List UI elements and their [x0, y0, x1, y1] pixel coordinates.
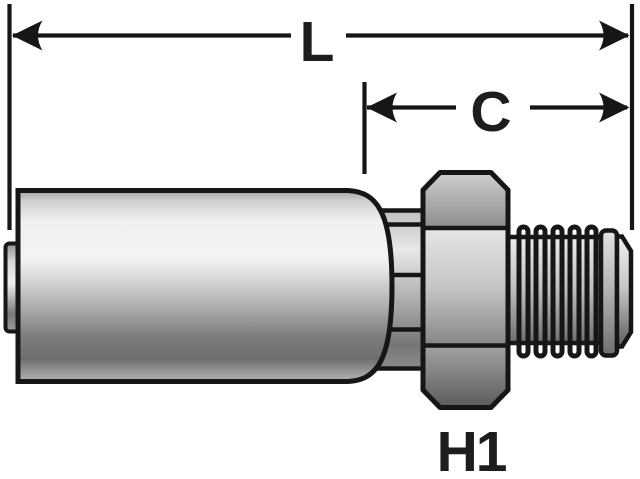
dimension-c: C [362, 80, 630, 174]
flare-tip-base [598, 228, 620, 358]
flare-tip [614, 234, 634, 349]
crimp-shell [15, 188, 395, 384]
dim-c-arrow-left-icon [366, 92, 397, 123]
dimension-l: L [7, 4, 635, 230]
thread-coil [533, 224, 548, 359]
dim-l-arrow-left-icon [12, 20, 43, 51]
thread-coil [567, 224, 582, 359]
dim-c-label: C [470, 80, 511, 144]
male-thread [516, 224, 599, 359]
dim-l-arrow-right-icon [599, 20, 630, 51]
hex-nut-outline [420, 170, 511, 410]
dim-l-label: L [300, 10, 335, 74]
fitting-body [3, 170, 634, 410]
thread-coil [584, 224, 599, 359]
dim-c-arrow-right-icon [599, 92, 630, 123]
thread-coil [516, 224, 531, 359]
hex-nut-facet-bottom [423, 345, 508, 408]
hex-nut-facet-top [423, 172, 508, 228]
thread-coil [550, 224, 565, 359]
part-code-label: H1 [437, 420, 507, 479]
hex-nut [420, 170, 511, 410]
hex-nut-facet-middle [423, 228, 508, 346]
